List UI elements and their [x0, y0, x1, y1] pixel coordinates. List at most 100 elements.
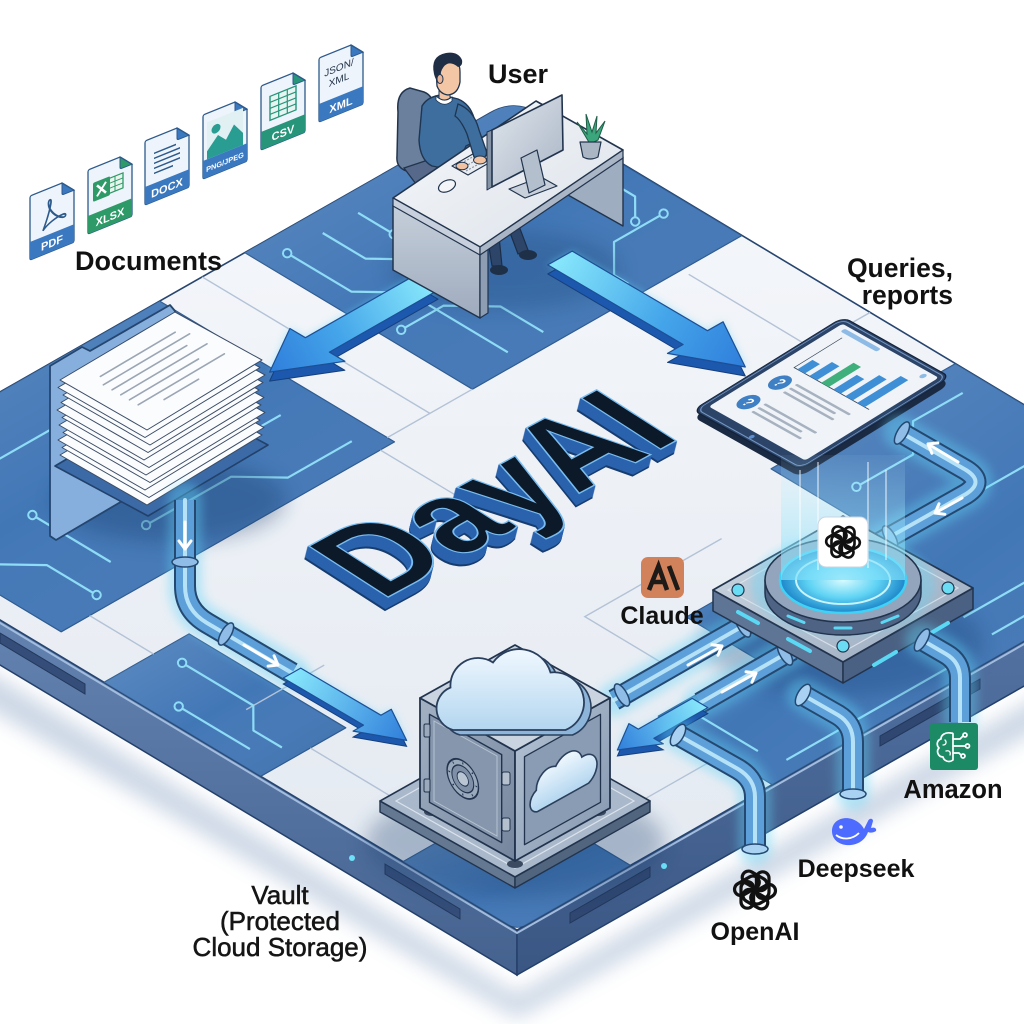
platform-tile-seam — [386, 388, 473, 439]
platform-vent-slot — [569, 866, 651, 924]
whale-mouth-line — [835, 832, 860, 840]
vault-dial-icon — [446, 757, 480, 800]
picture-sun-icon — [211, 123, 221, 134]
pipe-documents-to-vault — [171, 500, 408, 748]
provider-amazon: Amazon — [903, 723, 1003, 804]
platform-tile-seam — [89, 614, 155, 655]
user-shoe — [519, 250, 537, 260]
chart-bar — [821, 362, 862, 387]
pipe-end-cap — [741, 843, 769, 855]
user-front-arm — [454, 103, 488, 160]
vault-latch — [501, 817, 511, 832]
question-bubble-icon — [736, 394, 761, 410]
pipe-joint — [171, 556, 199, 568]
platform-edge-highlight — [0, 621, 1024, 935]
arrow-icon — [269, 275, 439, 373]
dial-center — [456, 771, 469, 787]
hub-led — [731, 583, 745, 597]
circuit-node — [396, 324, 407, 335]
brain-circuit-glyph — [936, 731, 971, 763]
brain-folds — [942, 739, 951, 756]
platform-vent-slot — [0, 632, 86, 695]
desk-top-edge — [479, 149, 624, 256]
picture-mountains-icon — [207, 124, 243, 160]
vault-label-line: (Protected — [220, 906, 340, 936]
json-xml-file-icon: JSON/ XML XML — [318, 44, 365, 123]
provider-label: OpenAI — [711, 918, 800, 946]
deepseek-whale-icon — [832, 818, 877, 846]
user-shoe — [490, 265, 508, 275]
tablet-report-icon: ? ? — [696, 319, 947, 475]
pipe-end-cap — [669, 723, 687, 747]
pipe-to-deepseek — [792, 682, 866, 799]
file-label-band — [203, 143, 247, 179]
platform-tile-seam — [379, 449, 467, 502]
tablet-title-bar — [841, 329, 880, 352]
paper-text-lines — [99, 331, 226, 406]
circuit-trace — [178, 705, 251, 751]
file-corner-fold — [61, 182, 76, 196]
pipe-joint — [893, 421, 911, 445]
acrobat-glyph-icon — [42, 198, 67, 232]
chart-bar — [833, 374, 865, 394]
whale-eye — [839, 825, 843, 829]
circuit-trace — [286, 252, 509, 354]
answer-text-lines — [751, 384, 851, 440]
circuit-node — [91, 589, 102, 601]
file-corner-fold — [119, 156, 134, 170]
circuit-node — [176, 657, 188, 668]
document-stack-icon — [49, 304, 285, 542]
pipe-joint — [913, 628, 931, 652]
csv-file-icon: CSV — [260, 72, 307, 151]
user-hand — [455, 161, 469, 171]
circuit-trace — [181, 661, 283, 749]
pdf-file-icon: PDF — [29, 182, 76, 261]
file-label-band — [319, 86, 363, 122]
spreadsheet-grid-lines — [108, 175, 123, 192]
arrow-user-to-reports — [547, 250, 746, 377]
circuit-node — [282, 248, 293, 259]
monitor-stand-neck — [520, 149, 546, 194]
flow-arrow-icon — [933, 496, 964, 516]
platform-panel-sheen — [104, 633, 346, 777]
file-label-band — [30, 224, 74, 260]
user-hand — [473, 155, 487, 165]
vault-foot — [507, 860, 523, 868]
hub-led — [836, 639, 850, 653]
provider-label: Deepseek — [798, 855, 915, 883]
user-collar — [435, 95, 453, 105]
flow-arrow-icon — [177, 520, 193, 551]
circuit-node — [173, 701, 184, 712]
circuit-trace — [31, 514, 112, 563]
hub-led — [941, 581, 955, 595]
user-at-desk-icon — [392, 52, 624, 319]
file-label-band — [88, 198, 132, 234]
file-type-icons: PDF XLSX DOCX PNG/JPEG — [29, 44, 365, 261]
circuit-trace — [357, 211, 395, 236]
chart-bar — [857, 375, 909, 408]
documents-label: Documents — [75, 246, 222, 276]
circuit-lines — [952, 735, 966, 756]
arrow-icon — [547, 250, 746, 368]
circuit-node — [964, 743, 971, 749]
plant-leaves-icon — [576, 113, 606, 145]
claude-logo-glyph — [646, 559, 681, 591]
circuit-trace — [991, 544, 1024, 636]
text-lines-glyph — [154, 143, 180, 175]
pipe-to-amazon — [911, 627, 960, 722]
provider-label: Amazon — [903, 776, 1002, 804]
circuit-trace — [0, 529, 98, 596]
question-bubble-icon — [767, 375, 792, 390]
tablet-home-button — [748, 434, 755, 439]
plant-pot — [579, 141, 602, 160]
tablet-status-dot — [919, 373, 927, 379]
chart-bar — [809, 361, 840, 381]
provider-openai: OpenAI — [711, 867, 800, 946]
circuit-node — [962, 732, 968, 738]
provider-label: Claude — [620, 602, 703, 630]
outputs-label-line: Queries, — [847, 253, 953, 283]
computer-mouse — [437, 179, 457, 193]
file-corner-fold — [292, 72, 307, 86]
vault-hinge — [423, 723, 431, 738]
